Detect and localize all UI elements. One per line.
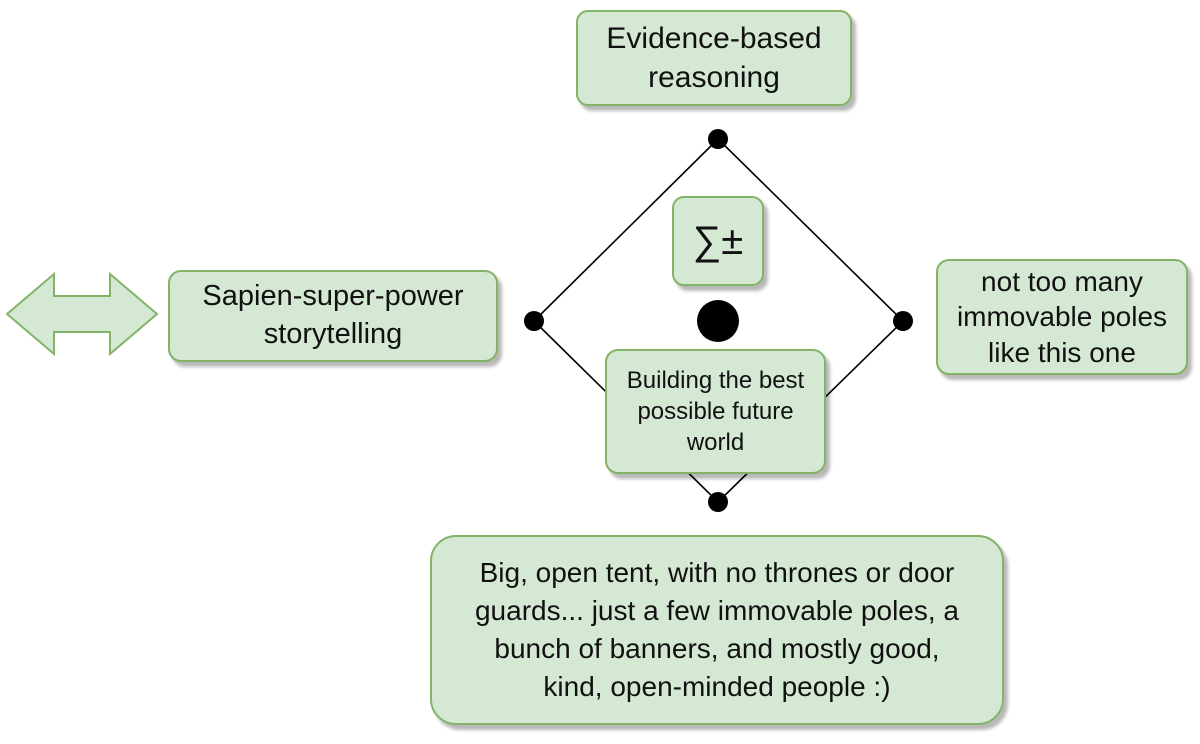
pole-dot-top[interactable] xyxy=(708,129,728,149)
node-evidence-based-reasoning[interactable]: Evidence-based reasoning xyxy=(576,10,852,106)
diamond-edge-top-left xyxy=(533,138,719,322)
center-dot-icon[interactable] xyxy=(697,300,739,342)
node-immovable-poles[interactable]: not too many immovable poles like this o… xyxy=(936,259,1188,375)
sigma-plus-minus-icon[interactable]: ∑± xyxy=(672,196,764,286)
pole-dot-right[interactable] xyxy=(893,311,913,331)
node-best-future-world[interactable]: Building the best possible future world xyxy=(605,349,826,474)
sigma-plus-minus-label: ∑± xyxy=(692,219,744,263)
diamond-edge-top-right xyxy=(717,138,904,322)
node-sapien-storytelling[interactable]: Sapien-super-power storytelling xyxy=(168,270,498,362)
pole-dot-left[interactable] xyxy=(524,311,544,331)
double-arrow-icon xyxy=(5,271,159,357)
pole-dot-bottom[interactable] xyxy=(708,492,728,512)
node-big-open-tent[interactable]: Big, open tent, with no thrones or door … xyxy=(430,535,1004,725)
